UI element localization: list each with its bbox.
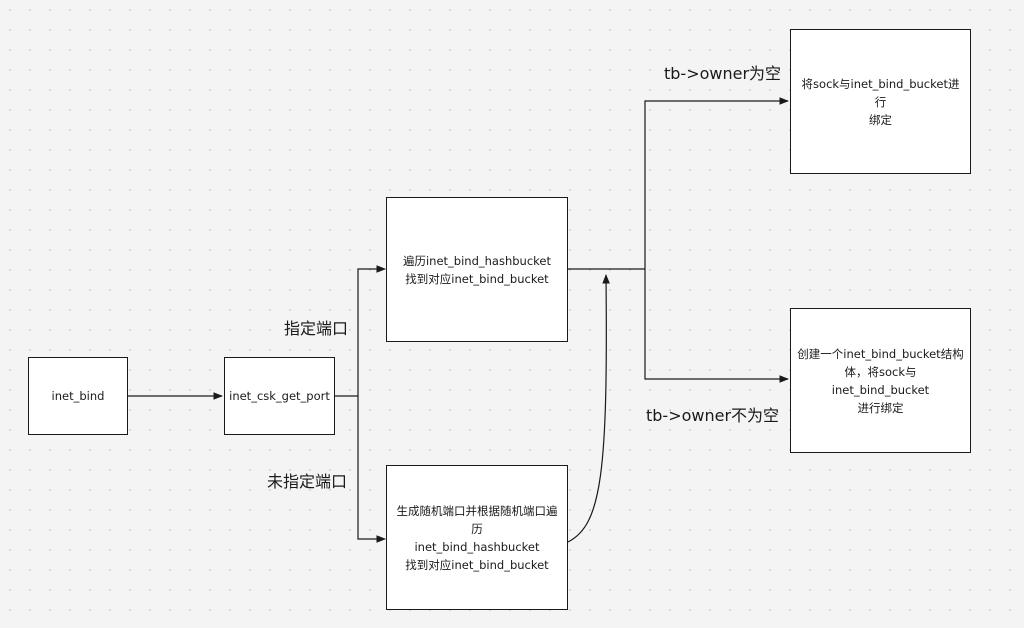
node-inet-csk-get-port-label: inet_csk_get_port [229,389,330,403]
label-port-unspecified: 未指定端口 [267,472,348,491]
node-bind-existing: 将sock与inet_bind_bucket进行 绑定 [790,29,971,174]
node-inet-csk-get-port: inet_csk_get_port [224,357,335,435]
node-inet-bind-label: inet_bind [51,389,105,403]
edge-random-to-merge [567,274,610,543]
edge-split-to-create-bucket [644,269,789,383]
label-owner-not-empty: tb->owner不为空 [646,406,780,425]
node-bind-existing-label: 将sock与inet_bind_bucket进行 绑定 [801,76,960,127]
node-traverse-random: 生成随机端口并根据随机端口遍历 inet_bind_hashbucket 找到对… [386,465,568,610]
node-traverse-specified-label: 遍历inet_bind_hashbucket 找到对应inet_bind_buc… [402,253,551,286]
edge-getport-to-traverse-specified [334,265,386,397]
edge-split-to-bind-existing [644,97,789,269]
node-traverse-specified: 遍历inet_bind_hashbucket 找到对应inet_bind_buc… [386,197,568,342]
edge-getport-to-traverse-random [357,396,386,543]
label-port-specified: 指定端口 [284,319,349,338]
label-owner-empty: tb->owner为空 [664,64,782,83]
node-create-bucket-label: 创建一个inet_bind_bucket结构 体，将sock与inet_bind… [797,346,964,415]
node-create-bucket: 创建一个inet_bind_bucket结构 体，将sock与inet_bind… [790,308,971,453]
node-inet-bind: inet_bind [28,357,128,435]
node-traverse-random-label: 生成随机端口并根据随机端口遍历 inet_bind_hashbucket 找到对… [396,503,558,572]
